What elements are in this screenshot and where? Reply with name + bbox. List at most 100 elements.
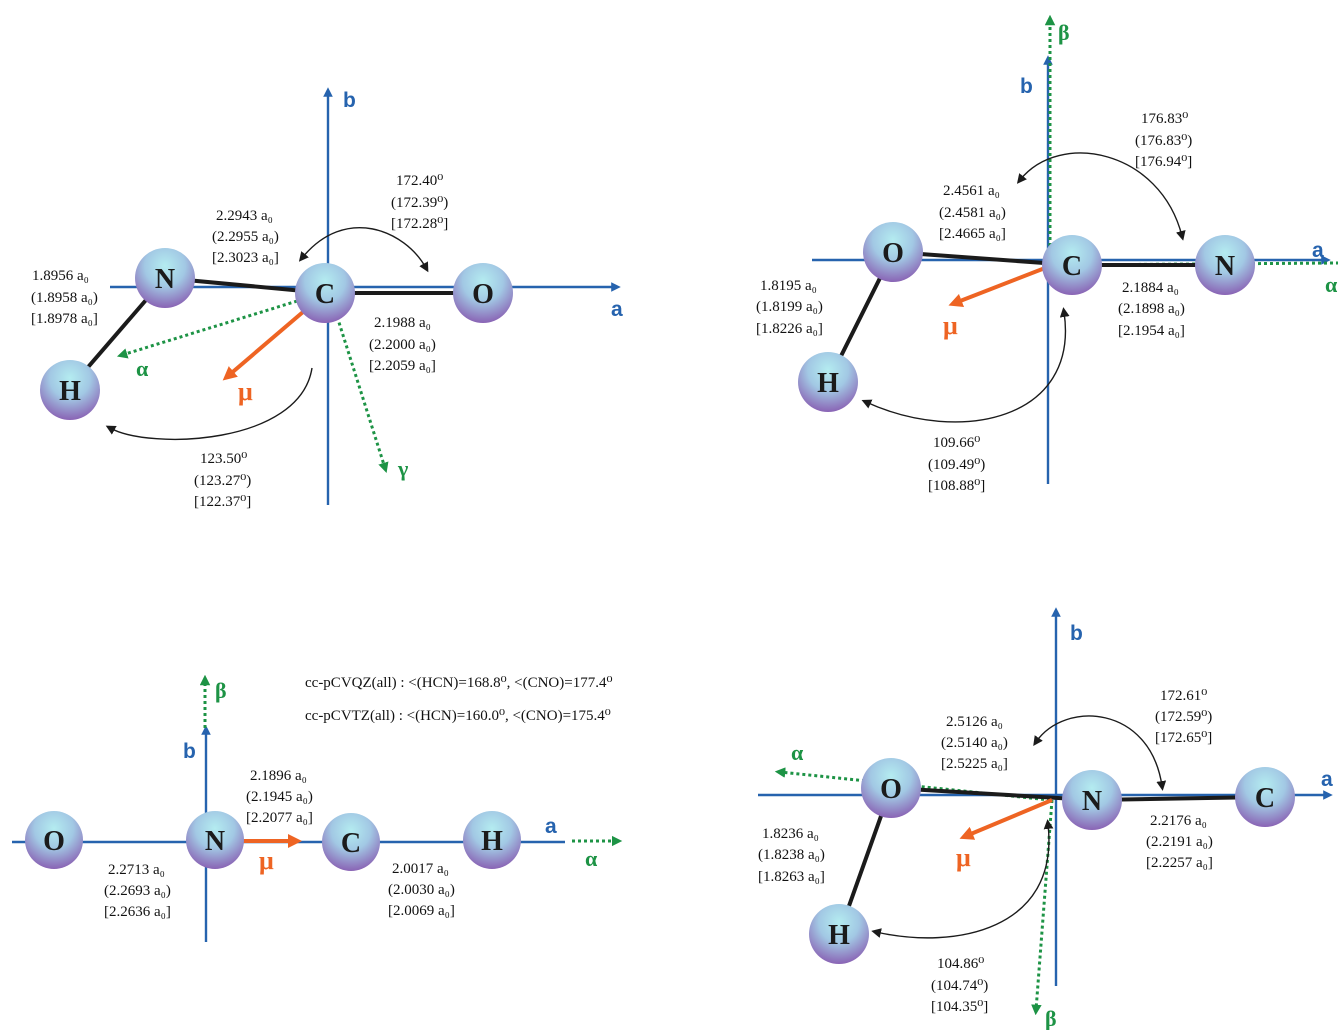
svg-text:(2.2955 a₀): (2.2955 a₀) [212, 229, 279, 245]
method-note-cvtz: cc-pCVTZ(all) : <(HCN)=160.0⁰, <(CNO)=17… [305, 708, 611, 724]
svg-text:1.8195 a₀: 1.8195 a₀ [760, 278, 817, 294]
a-axis-label: a [1321, 768, 1333, 791]
svg-text:[2.4665 a₀]: [2.4665 a₀] [939, 226, 1006, 242]
panel-onch: a b β α μ O N C H cc-pCVQZ(all) : <(HCN)… [12, 674, 623, 942]
svg-text:2.5126 a₀: 2.5126 a₀ [946, 714, 1003, 730]
atom-n: N [135, 248, 195, 308]
svg-text:(2.1898 a₀): (2.1898 a₀) [1118, 301, 1185, 317]
svg-text:(104.74⁰): (104.74⁰) [931, 978, 988, 994]
svg-text:H: H [828, 920, 850, 951]
svg-text:2.1884 a₀: 2.1884 a₀ [1122, 280, 1179, 296]
svg-text:172.61⁰: 172.61⁰ [1160, 688, 1207, 704]
svg-text:109.66⁰: 109.66⁰ [933, 435, 980, 451]
atom-o: O [861, 758, 921, 818]
atom-n: N [1195, 235, 1255, 295]
angle-hoc-values: 109.66⁰ (109.49⁰) [108.88⁰] [928, 435, 985, 494]
angle-onc-arc [1033, 715, 1167, 791]
svg-text:O: O [472, 279, 494, 310]
dipole-label: μ [943, 311, 958, 340]
svg-text:1.8236 a₀: 1.8236 a₀ [762, 826, 819, 842]
svg-text:(2.4581 a₀): (2.4581 a₀) [939, 205, 1006, 221]
bond-length-h-o: 1.8195 a₀ (1.8199 a₀) [1.8226 a₀] [756, 278, 823, 337]
svg-text:[2.2257 a₀]: [2.2257 a₀] [1146, 855, 1213, 871]
svg-text:104.86⁰: 104.86⁰ [937, 956, 984, 972]
dipole-arrow [222, 304, 312, 381]
svg-text:(1.8958 a₀): (1.8958 a₀) [31, 290, 98, 306]
angle-ocn-arc [1016, 152, 1186, 241]
svg-text:2.2943 a₀: 2.2943 a₀ [216, 208, 273, 224]
a-axis-label: a [1312, 239, 1324, 262]
svg-text:(2.2191 a₀): (2.2191 a₀) [1146, 834, 1213, 850]
angle-hcn-values: 123.50⁰ (123.27⁰) [122.37⁰] [194, 451, 251, 510]
bond-length-o-c: 2.4561 a₀ (2.4581 a₀) [2.4665 a₀] [939, 183, 1006, 242]
svg-text:N: N [205, 826, 225, 857]
angle-ocn-values: 176.83⁰ (176.83⁰) [176.94⁰] [1135, 111, 1192, 170]
panel-hcno: a b α γ μ H N C O 1.8956 a₀ ( [31, 87, 623, 510]
svg-text:C: C [1255, 783, 1275, 814]
alpha-label: α [136, 356, 149, 381]
a-axis-label: a [611, 298, 623, 321]
svg-text:(1.8199 a₀): (1.8199 a₀) [756, 299, 823, 315]
svg-text:H: H [817, 368, 839, 399]
atom-c: C [1042, 235, 1102, 295]
svg-text:[2.1954 a₀]: [2.1954 a₀] [1118, 323, 1185, 339]
angle-hoc-arc [861, 307, 1070, 423]
angle-hcn-arc [105, 367, 313, 440]
svg-text:[176.94⁰]: [176.94⁰] [1135, 154, 1192, 170]
svg-text:[1.8263 a₀]: [1.8263 a₀] [758, 869, 825, 885]
dipole-label: μ [238, 377, 253, 406]
svg-text:N: N [155, 264, 175, 295]
svg-text:(1.8238 a₀): (1.8238 a₀) [758, 847, 825, 863]
atom-h: H [463, 811, 521, 869]
svg-text:(2.2000 a₀): (2.2000 a₀) [369, 337, 436, 353]
svg-text:(2.0030 a₀): (2.0030 a₀) [388, 882, 455, 898]
atom-h: H [798, 352, 858, 412]
angle-nco-arc [298, 227, 429, 273]
gamma-label: γ [397, 456, 408, 481]
svg-text:[2.0069 a₀]: [2.0069 a₀] [388, 903, 455, 919]
svg-text:1.8956 a₀: 1.8956 a₀ [32, 268, 89, 284]
angle-onc-values: 172.61⁰ (172.59⁰) [172.65⁰] [1155, 688, 1212, 746]
panel-hocn: a b β α μ H O C N 1.8195 a₀ ( [756, 14, 1339, 494]
b-axis-label: b [1020, 75, 1033, 98]
b-axis-label: b [183, 740, 196, 763]
beta-label: β [1045, 1006, 1057, 1030]
angle-hon-arc [871, 819, 1054, 939]
svg-text:(2.5140 a₀): (2.5140 a₀) [941, 735, 1008, 751]
svg-text:172.40⁰: 172.40⁰ [396, 173, 443, 189]
atom-h: H [809, 904, 869, 964]
bond-length-h-n: 1.8956 a₀ (1.8958 a₀) [1.8978 a₀] [31, 268, 98, 327]
beta-label: β [215, 678, 227, 703]
b-axis-label: b [343, 89, 356, 112]
bond-length-o-n: 2.5126 a₀ (2.5140 a₀) [2.5225 a₀] [941, 714, 1008, 772]
a-axis-label: a [545, 815, 557, 838]
bond-length-n-c: 2.2943 a₀ (2.2955 a₀) [2.3023 a₀] [212, 208, 279, 266]
atom-o: O [25, 811, 83, 869]
atom-n: N [186, 811, 244, 869]
bond-length-c-n: 2.1884 a₀ (2.1898 a₀) [2.1954 a₀] [1118, 280, 1185, 339]
svg-text:H: H [481, 826, 503, 857]
svg-text:[2.5225 a₀]: [2.5225 a₀] [941, 756, 1008, 772]
bond-length-c-o: 2.1988 a₀ (2.2000 a₀) [2.2059 a₀] [369, 315, 436, 374]
svg-text:2.2176 a₀: 2.2176 a₀ [1150, 813, 1207, 829]
bond-length-h-o: 1.8236 a₀ (1.8238 a₀) [1.8263 a₀] [758, 826, 825, 885]
atom-c: C [322, 813, 380, 871]
svg-text:2.1988 a₀: 2.1988 a₀ [374, 315, 431, 331]
b-axis-label: b [1070, 622, 1083, 645]
svg-text:(109.49⁰): (109.49⁰) [928, 457, 985, 473]
svg-text:C: C [341, 828, 361, 859]
bond-length-n-c: 2.2176 a₀ (2.2191 a₀) [2.2257 a₀] [1146, 813, 1213, 871]
svg-text:[172.65⁰]: [172.65⁰] [1155, 730, 1212, 746]
svg-text:[2.2077 a₀]: [2.2077 a₀] [246, 810, 313, 826]
alpha-label: α [585, 846, 598, 871]
svg-text:H: H [59, 376, 81, 407]
svg-text:[2.3023 a₀]: [2.3023 a₀] [212, 250, 279, 266]
svg-text:N: N [1082, 786, 1102, 817]
svg-text:[104.35⁰]: [104.35⁰] [931, 999, 988, 1015]
svg-text:[108.88⁰]: [108.88⁰] [928, 478, 985, 494]
atom-h: H [40, 360, 100, 420]
svg-text:[1.8978 a₀]: [1.8978 a₀] [31, 311, 98, 327]
angle-nco-values: 172.40⁰ (172.39⁰) [172.28⁰] [391, 173, 448, 232]
svg-text:123.50⁰: 123.50⁰ [200, 451, 247, 467]
svg-text:(172.59⁰): (172.59⁰) [1155, 709, 1212, 725]
